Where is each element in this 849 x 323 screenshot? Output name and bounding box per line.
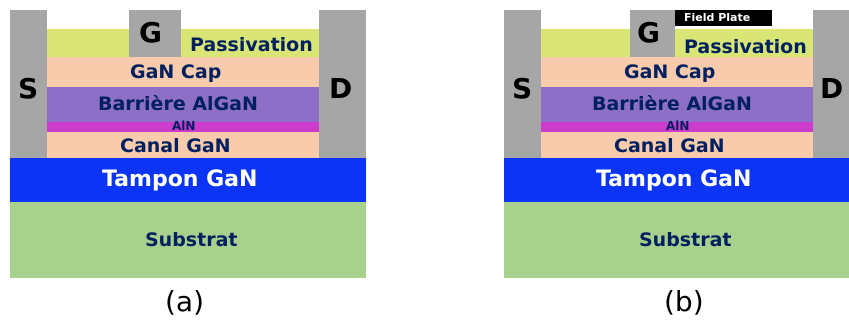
drain-label: D: [329, 72, 353, 105]
passivation-label: Passivation: [190, 34, 313, 56]
substrate-label: Substrat: [145, 229, 238, 251]
buffer-layer: [10, 158, 366, 202]
gate-label: G: [637, 16, 660, 49]
buffer-layer: [504, 158, 849, 202]
field-plate: [675, 10, 772, 26]
drain-electrode: [813, 10, 849, 158]
channel-layer: [10, 132, 366, 158]
diagram-a: Passivation GaN Cap Barrière AlGaN AlN C…: [10, 0, 370, 323]
source-electrode: [504, 10, 541, 158]
channel-label: Canal GaN: [120, 135, 231, 157]
gate-label: G: [139, 16, 162, 49]
barrier-label: Barrière AlGaN: [98, 93, 258, 115]
drain-label: D: [820, 72, 844, 105]
gate-electrode: [630, 10, 675, 57]
gan-cap-label: GaN Cap: [624, 61, 716, 83]
substrate-layer: [10, 202, 366, 278]
passivation-layer: [10, 29, 366, 57]
gate-electrode: [129, 10, 181, 57]
figure-caption: (b): [664, 285, 704, 318]
barrier-layer: [504, 87, 849, 122]
aln-label: AlN: [172, 119, 196, 133]
gan-cap-layer: [10, 57, 366, 87]
source-electrode: [10, 10, 47, 158]
aln-layer: [10, 122, 366, 132]
buffer-label: Tampon GaN: [596, 167, 752, 192]
barrier-label: Barrière AlGaN: [592, 93, 752, 115]
aln-label: AlN: [666, 119, 690, 133]
passivation-layer: [504, 29, 849, 57]
gan-cap-layer: [504, 57, 849, 87]
diagram-b: Passivation GaN Cap Barrière AlGaN AlN C…: [504, 0, 849, 323]
source-label: S: [18, 72, 39, 105]
substrate-layer: [504, 202, 849, 278]
drain-electrode: [319, 10, 366, 158]
barrier-layer: [10, 87, 366, 122]
buffer-label: Tampon GaN: [102, 167, 258, 192]
aln-layer: [504, 122, 849, 132]
source-label: S: [512, 72, 533, 105]
substrate-label: Substrat: [639, 229, 732, 251]
gan-cap-label: GaN Cap: [130, 61, 222, 83]
channel-label: Canal GaN: [614, 135, 725, 157]
passivation-label: Passivation: [684, 36, 807, 58]
channel-layer: [504, 132, 849, 158]
figure-caption: (a): [165, 285, 205, 318]
field-plate-label: Field Plate: [684, 11, 751, 24]
